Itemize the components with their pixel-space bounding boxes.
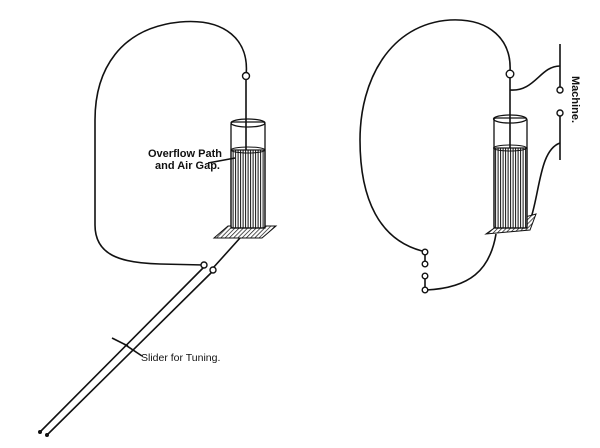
right-top-ball bbox=[505, 69, 515, 79]
left-jar-foil bbox=[230, 149, 266, 229]
left-top-ball bbox=[241, 71, 251, 81]
machine-wire-bottom bbox=[530, 142, 561, 219]
left-terminal-ball-2 bbox=[209, 266, 217, 274]
spark-gap-ball-3 bbox=[421, 272, 429, 280]
tuning-wire-1 bbox=[39, 266, 205, 433]
spark-gap-ball-1 bbox=[421, 248, 429, 256]
right-jar-glass bbox=[493, 117, 528, 229]
left-jar-rim bbox=[230, 118, 266, 128]
slider-label: Slider for Tuning. bbox=[141, 352, 220, 364]
overflow-label-line2: and Air Gap. bbox=[155, 160, 220, 172]
spark-gap-ball-2 bbox=[421, 260, 429, 268]
right-figure: Machine. bbox=[359, 19, 581, 294]
left-loop-wire bbox=[94, 20, 248, 266]
left-terminal-ball-1 bbox=[200, 261, 208, 269]
left-jar-glass bbox=[230, 121, 266, 229]
left-figure: Overflow Path and Air Gap. Slider for Tu… bbox=[38, 20, 278, 437]
tuning-wire-2 bbox=[46, 270, 214, 436]
overflow-label-line1: Overflow Path bbox=[148, 148, 222, 160]
machine-wire-top bbox=[509, 65, 561, 91]
right-loop-wire bbox=[359, 19, 511, 252]
machine-label: Machine. bbox=[569, 76, 581, 123]
spark-gap-ball-4 bbox=[421, 286, 429, 294]
right-jar-foil bbox=[493, 147, 528, 229]
